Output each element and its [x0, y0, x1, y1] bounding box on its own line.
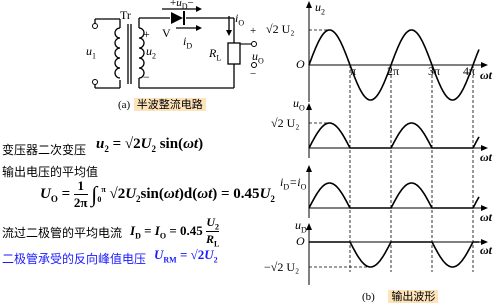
- tick-pi: π: [350, 64, 357, 78]
- formula-line-4: 二极管承受的反向峰值电压: [2, 252, 147, 266]
- tick-2pi: 2π: [387, 64, 400, 78]
- formula-line-2: 输出电压的平均值: [2, 165, 99, 179]
- formula-line-1: 变压器二次变压: [2, 143, 87, 157]
- panel4-origin: O: [296, 234, 305, 248]
- formula-line-3: 流过二极管的平均电流: [2, 226, 123, 240]
- panel4-amp-label: −√2 U₂: [264, 260, 300, 274]
- waveform-caption: (b) 输出波形: [362, 288, 439, 304]
- wave-id: [308, 182, 480, 209]
- panel4-wt: ωt: [480, 243, 493, 257]
- wave-ud: [309, 241, 479, 268]
- uo-label: uO: [252, 49, 264, 66]
- tick-4pi: 4π: [463, 64, 476, 78]
- tick-3pi: 3π: [428, 64, 441, 78]
- panel3-ylabel: iD=iO: [280, 175, 307, 192]
- u2-plus: +: [143, 27, 150, 41]
- panel2-wt: ωt: [480, 150, 493, 164]
- id-label: iD: [183, 34, 193, 51]
- panel2-ylabel: uO: [293, 96, 305, 113]
- panel1-ylabel: u2: [315, 0, 325, 17]
- rl-label: RL: [209, 46, 222, 63]
- panel2-amp-label: √2 U₂: [271, 116, 300, 130]
- wave-uo: [308, 122, 480, 149]
- io-label: iO: [235, 11, 245, 28]
- circuit-caption: (a) 半波整流电路: [118, 96, 206, 112]
- panel3-wt: ωt: [480, 210, 493, 224]
- uo-plus: +: [250, 25, 257, 37]
- u1-label: u1: [86, 44, 96, 61]
- formula-4-math: URM = √2U2: [154, 247, 218, 265]
- tr-label: Tr: [120, 8, 131, 22]
- panel1-wt: ωt: [480, 68, 493, 82]
- formula-2-math: UO = 1 2π ∫0π √2U2sin(ωt)d(ωt) = 0.45U2: [40, 178, 275, 210]
- panel1-origin: O: [296, 57, 305, 71]
- wave-u2: [308, 29, 480, 101]
- panel1-amp-label: √2 U₂: [266, 22, 295, 36]
- formula-3-math: ID = IO = 0.45 U2 RL: [130, 215, 220, 249]
- u2-minus: −: [143, 70, 150, 84]
- panel4-ylabel: uD: [295, 218, 307, 235]
- uo-minus: −: [250, 68, 257, 80]
- formula-1-math: u2 = √2U2 sin(ωt): [96, 136, 204, 154]
- u2-label: u2: [146, 44, 156, 61]
- ud-label: +uD−: [170, 0, 194, 12]
- v-label: V: [162, 26, 171, 40]
